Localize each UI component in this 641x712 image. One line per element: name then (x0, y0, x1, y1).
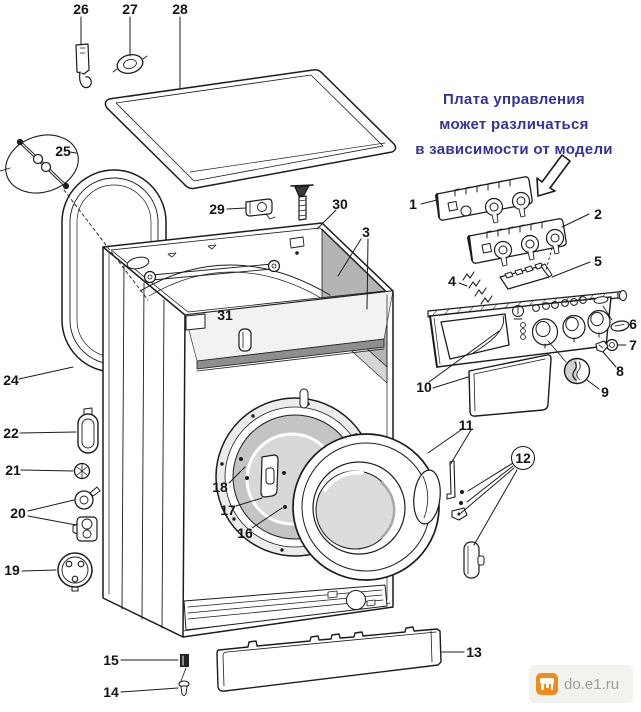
part-5-button-bracket (499, 262, 553, 290)
part-16-18-lock-screws (239, 457, 287, 509)
part-2-control-board (467, 218, 567, 267)
note-line-1: Плата управления (443, 91, 585, 108)
note-line-3: в зависимости от модели (415, 141, 613, 158)
part-8-clip (595, 340, 609, 353)
note-line-2: может различаться (439, 116, 589, 133)
part-13-plinth-panel (216, 626, 442, 692)
part-17-door-lock-bracket (260, 454, 279, 498)
part-28-worktop-lid (104, 69, 397, 190)
drawer-front-panel (468, 354, 552, 417)
part-9-timer-knob (563, 357, 591, 385)
part-27-clamp (112, 54, 148, 74)
part-25-shock-absorber (0, 134, 79, 194)
part-10-fascia-panel (427, 290, 627, 368)
part-22-grommet (77, 407, 99, 454)
leader-lines (18, 16, 627, 693)
part-1-control-board (435, 176, 533, 224)
watermark-text: do.e1.ru (564, 675, 620, 693)
part-15-clip-block (180, 654, 189, 667)
part-12-hinge-hardware (446, 460, 485, 579)
part-14-screw (178, 667, 190, 696)
part-11-porthole-door (292, 433, 441, 581)
note-text: Плата управления может различаться в зав… (408, 87, 620, 162)
part-19-filter-cap (57, 552, 93, 592)
indicator-lights (532, 296, 587, 312)
part-4-springs (462, 271, 493, 305)
brand-logo-icon (512, 305, 524, 317)
part-20-pump-parts (72, 486, 101, 542)
marketplace-logo-icon (536, 673, 558, 695)
note-arrow-icon (536, 154, 571, 197)
part-6-oval-button (610, 320, 630, 332)
part-29-transit-plug (245, 198, 276, 220)
watermark-badge: do.e1.ru (529, 665, 633, 703)
door-handle-recess (413, 469, 441, 525)
part-21-valve (73, 462, 91, 480)
part-26-hook-bracket (75, 43, 92, 89)
part-31-clip (238, 328, 252, 352)
drawer-opening (440, 313, 510, 360)
part-7-round-button (605, 338, 619, 352)
fascia-knobs (531, 309, 611, 349)
